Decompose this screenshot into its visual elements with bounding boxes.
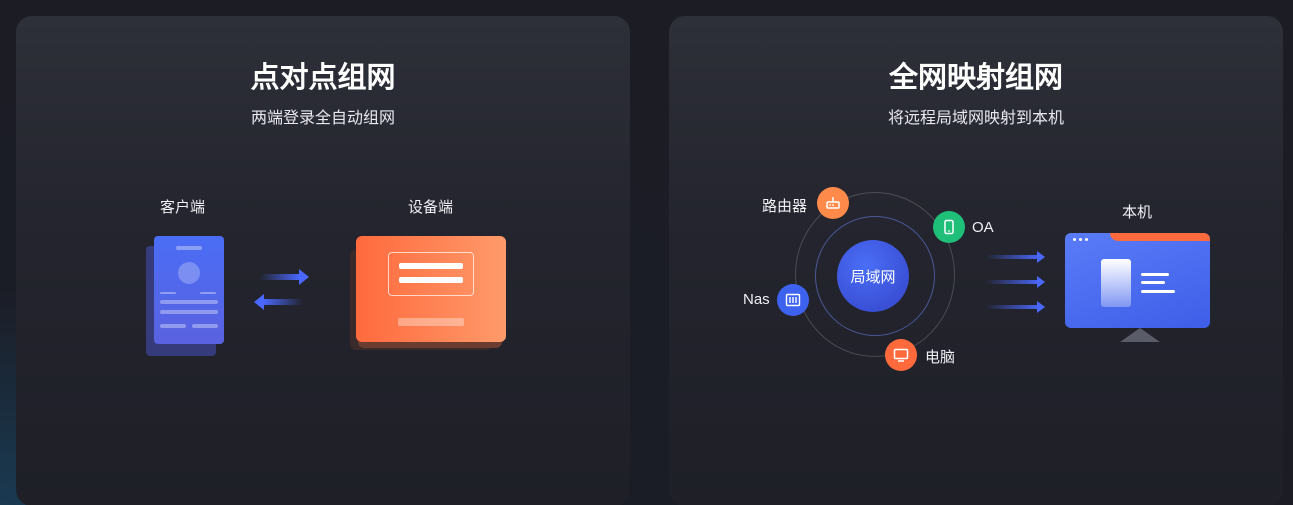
- phone-icon: [933, 211, 965, 243]
- monitor-icon: [885, 339, 917, 371]
- nas-icon: [777, 284, 809, 316]
- local-machine-monitor: [1065, 233, 1210, 328]
- card-subtitle: 两端登录全自动组网: [250, 110, 395, 127]
- card-title: 全网映射组网: [888, 62, 1063, 94]
- oa-label: OA: [972, 219, 994, 236]
- pc-label: 电脑: [925, 349, 956, 366]
- router-icon: [817, 187, 849, 219]
- lan-hub: 局域网: [837, 240, 909, 312]
- monitor-stand: [1120, 328, 1160, 342]
- local-machine-label: 本机: [1122, 204, 1153, 221]
- router-label: 路由器: [762, 198, 808, 215]
- device-label: 设备端: [408, 199, 454, 216]
- card-title: 点对点组网: [250, 62, 396, 94]
- outer-orbit: [795, 192, 955, 357]
- card-subtitle: 将远程局域网映射到本机: [887, 110, 1064, 127]
- nas-label: Nas: [743, 291, 770, 308]
- client-label: 客户端: [160, 199, 206, 216]
- full-network-mapping-card: 全网映射组网 将远程局域网映射到本机 局域网 路由器 OA Nas 电脑 本机: [669, 16, 1283, 505]
- p2p-network-card: 点对点组网 两端登录全自动组网 客户端 设备端: [16, 16, 630, 505]
- inner-orbit: [815, 216, 935, 336]
- lan-hub-label: 局域网: [850, 268, 896, 286]
